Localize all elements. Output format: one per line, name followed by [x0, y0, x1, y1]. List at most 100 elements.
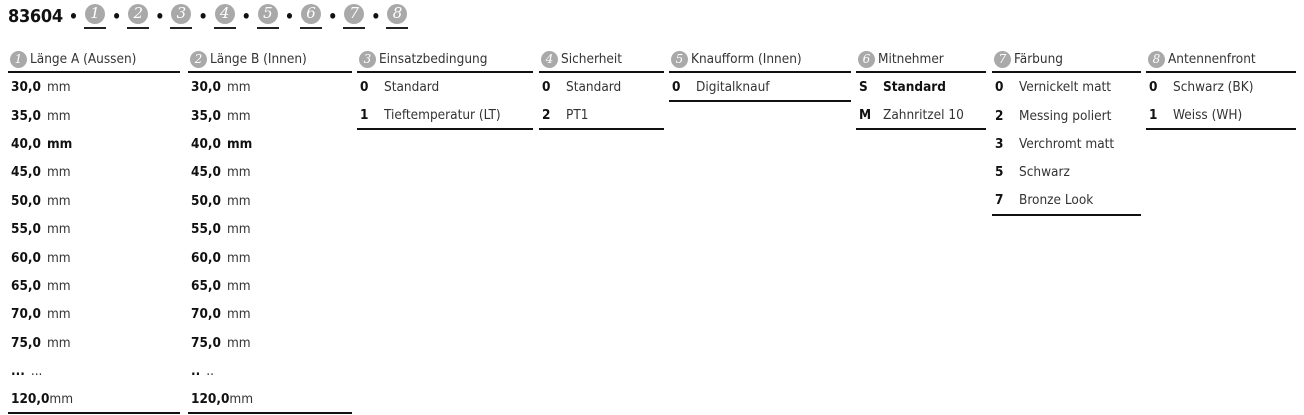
- option-slot-3[interactable]: 3: [170, 3, 193, 29]
- number-badge-icon: 7: [344, 3, 365, 24]
- option-value: mm: [226, 164, 251, 181]
- separator-dot: •: [241, 6, 251, 26]
- option-slot-5[interactable]: 5: [256, 3, 279, 29]
- option-value: PT1: [566, 106, 589, 123]
- column-label: Länge B (Innen): [210, 51, 307, 67]
- option-value: ...: [30, 363, 43, 380]
- option-value: mm: [46, 306, 71, 323]
- option-value: ..: [206, 363, 214, 380]
- option-slot-4[interactable]: 4: [213, 3, 236, 29]
- option-row[interactable]: 0 Standard: [539, 73, 664, 101]
- number-badge-icon: 2: [190, 50, 207, 68]
- number-badge-icon: 4: [214, 3, 235, 24]
- option-value: mm: [226, 135, 253, 152]
- option-key: 45,0: [191, 164, 221, 181]
- option-value: Standard: [384, 79, 440, 96]
- option-value: Verchromt matt: [1019, 135, 1115, 152]
- option-value: Zahnritzel 10: [883, 106, 964, 123]
- option-slot-1[interactable]: 1: [84, 3, 107, 29]
- option-value: mm: [46, 221, 71, 238]
- option-slot-6[interactable]: 6: [300, 3, 323, 29]
- option-value: Messing poliert: [1019, 107, 1112, 124]
- column-label: Mitnehmer: [878, 51, 944, 67]
- option-row[interactable]: 0 Standard: [357, 73, 533, 101]
- option-value: Schwarz (BK): [1173, 79, 1254, 96]
- number-badge-icon: 8: [1148, 50, 1165, 68]
- option-slot-7[interactable]: 7: [343, 3, 366, 29]
- option-row[interactable]: 45,0 mm: [188, 158, 352, 186]
- option-value: Standard: [883, 79, 946, 96]
- option-row[interactable]: ....: [188, 357, 352, 385]
- option-value: mm: [46, 135, 73, 152]
- option-key: 2: [542, 106, 551, 123]
- option-value: Vernickelt matt: [1019, 79, 1112, 96]
- number-badge-icon: 6: [301, 3, 322, 24]
- option-value: Standard: [566, 79, 622, 96]
- option-key: 70,0: [11, 306, 41, 323]
- column-label: Sicherheit: [561, 51, 623, 67]
- separator-dot: •: [198, 6, 208, 26]
- option-key: 0: [360, 79, 369, 96]
- option-key: 0: [542, 79, 551, 96]
- option-key: ..: [191, 363, 201, 380]
- separator-dot: •: [328, 6, 338, 26]
- option-value: mm: [229, 390, 254, 407]
- separator-dot: •: [284, 6, 295, 26]
- option-value: Digitalknauf: [696, 78, 770, 95]
- option-row[interactable]: ......: [8, 357, 180, 385]
- option-value: mm: [46, 249, 71, 266]
- option-slot-2[interactable]: 2: [127, 3, 150, 29]
- option-key: 30,0: [11, 79, 41, 96]
- option-value: mm: [46, 192, 71, 209]
- option-row[interactable]: 70,0 mm: [8, 300, 180, 328]
- option-slot-8[interactable]: 8: [386, 3, 409, 29]
- option-key: 1: [360, 106, 369, 123]
- option-key: 7: [995, 192, 1004, 209]
- option-row[interactable]: 2 PT1: [539, 101, 664, 131]
- separator-dot: •: [371, 6, 381, 26]
- number-badge-icon: 8: [387, 3, 408, 24]
- number-badge-icon: 7: [994, 50, 1011, 68]
- option-key: 45,0: [11, 164, 41, 181]
- option-value: mm: [226, 107, 251, 124]
